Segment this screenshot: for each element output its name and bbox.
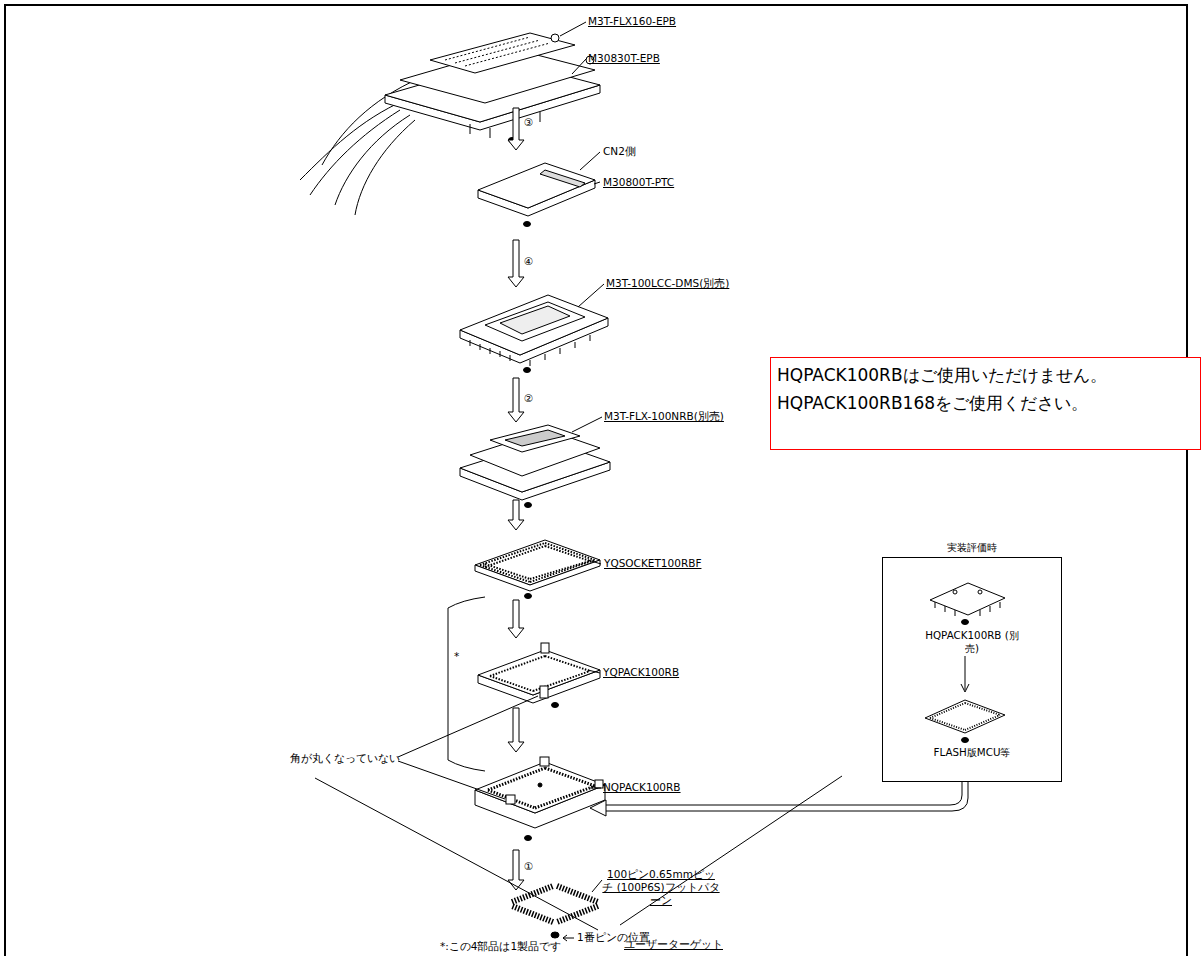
connector-side: CN2側 [603,145,636,158]
part-name: M3T-FLX160-EPB [588,15,676,28]
part-name: M3T-FLX-100NRB(別売) [604,410,724,423]
callout-number: ① [524,860,533,873]
note-text: HQPACK100RBはご使用いただけません。 [777,365,1107,386]
evaluation-box: 実装評価時HQPACK100RB (別売)FLASH版MCU等 [882,557,1062,782]
footnote: *:この4部品は1製品です [440,940,561,953]
box-heading: 実装評価時 [883,541,1061,554]
note-text: HQPACK100RB168をご使用ください。 [777,393,1088,414]
part-name: HQPACK100RB (別売) [883,629,1061,655]
note-box: HQPACK100RBはご使用いただけません。 HQPACK100RB168をご使… [770,357,1201,450]
part-name: YQSOCKET100RBF [604,557,701,570]
callout-number: ② [524,392,533,405]
part-name: M3T-100LCC-DMS(別売) [606,277,729,290]
footprint-label: 100ピン0.65mmピッチ (100P6S)フットパターン [602,868,720,907]
corner-note: 角が丸くなっていない [290,752,400,765]
part-name: M30830T-EPB [588,52,660,65]
part-name: YQPACK100RB [603,666,679,679]
callout-number: ④ [524,255,533,268]
part-name: M30800T-PTC [603,176,674,189]
target-label: ユーザーターゲット [624,938,723,951]
part-name: NQPACK100RB [603,781,681,794]
callout-number: ③ [524,116,533,129]
part-name: FLASH版MCU等 [883,746,1061,759]
part-name: HQPACK100RB (別売) [924,629,1020,655]
bracket-mark: * [454,650,459,663]
